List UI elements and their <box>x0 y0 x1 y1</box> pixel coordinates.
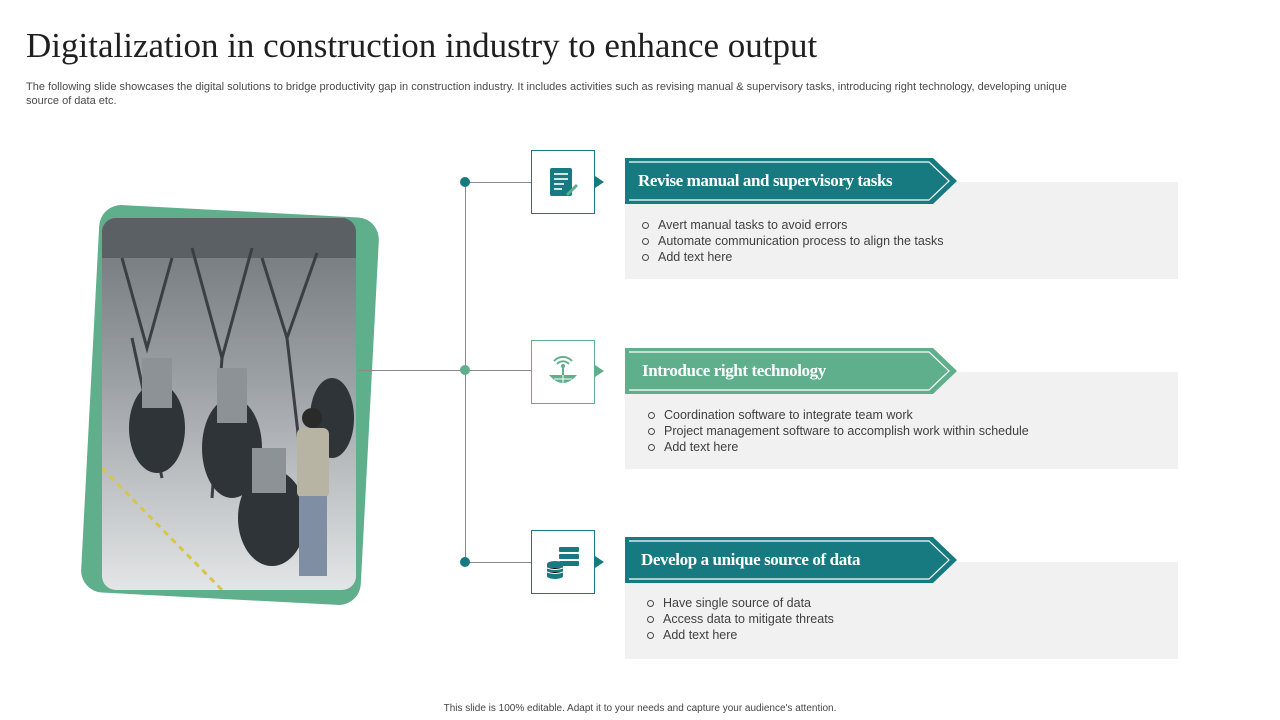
connector-photo <box>358 370 466 371</box>
signal-globe-icon <box>549 356 577 385</box>
step-3-heading: Develop a unique source of data <box>641 550 861 569</box>
step-1-banner: Revise manual and supervisory tasks <box>625 158 957 204</box>
list-item: Project management software to accomplis… <box>646 423 1029 439</box>
list-item: Add text here <box>640 249 944 265</box>
step-2-icon-box <box>531 340 595 404</box>
construction-photo <box>102 218 356 590</box>
connector-dot-1 <box>460 177 470 187</box>
step-3-bullets: Have single source of data Access data t… <box>645 595 834 643</box>
step-1-arrow <box>595 176 604 188</box>
connector-dot-2 <box>460 365 470 375</box>
step-3-icon-box <box>531 530 595 594</box>
step-2-bullets: Coordination software to integrate team … <box>646 407 1029 455</box>
slide-title: Digitalization in construction industry … <box>26 26 818 65</box>
connector-dot-3 <box>460 557 470 567</box>
connector-step-2 <box>465 370 531 371</box>
step-3-banner: Develop a unique source of data <box>625 537 957 583</box>
list-item: Have single source of data <box>645 595 834 611</box>
connector-step-1 <box>465 182 531 183</box>
connector-step-3 <box>465 562 531 563</box>
step-3-arrow <box>595 556 604 568</box>
list-item: Coordination software to integrate team … <box>646 407 1029 423</box>
step-2-banner: Introduce right technology <box>625 348 957 394</box>
checklist-document-icon <box>550 168 578 196</box>
list-item: Access data to mitigate threats <box>645 611 834 627</box>
photo-frame <box>80 203 380 607</box>
slide-footer: This slide is 100% editable. Adapt it to… <box>443 703 837 714</box>
step-1-icon-box <box>531 150 595 214</box>
step-2-heading: Introduce right technology <box>642 361 826 380</box>
list-item: Add text here <box>645 627 834 643</box>
list-item: Automate communication process to align … <box>640 233 944 249</box>
step-2-arrow <box>595 365 604 377</box>
step-1-bullets: Avert manual tasks to avoid errors Autom… <box>640 217 944 265</box>
database-servers-icon <box>546 547 579 579</box>
list-item: Avert manual tasks to avoid errors <box>640 217 944 233</box>
slide-subtitle: The following slide showcases the digita… <box>26 81 1067 107</box>
step-1-heading: Revise manual and supervisory tasks <box>638 171 893 190</box>
list-item: Add text here <box>646 439 1029 455</box>
